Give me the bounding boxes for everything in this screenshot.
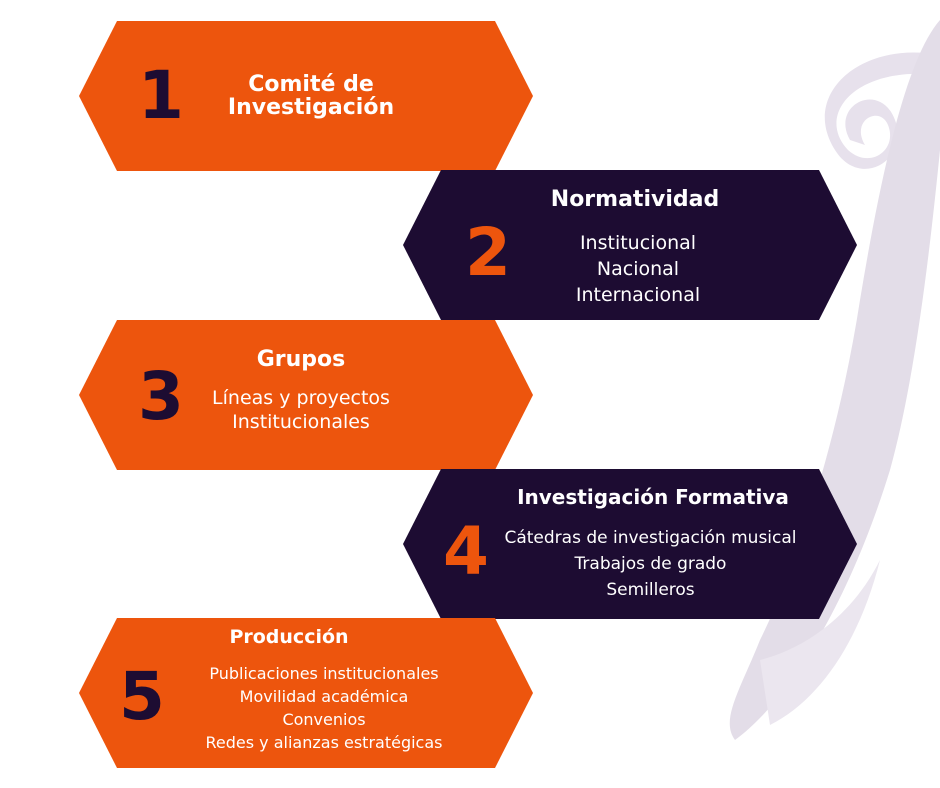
- step-line: Cátedras de investigación musical: [504, 528, 797, 548]
- step-number: 1: [138, 57, 184, 134]
- step-line: Internacional: [575, 284, 701, 306]
- step-number: 4: [443, 513, 489, 590]
- step-title: Grupos: [211, 348, 391, 371]
- step-title: Producción: [189, 626, 389, 648]
- step-2: 2 Normatividad Institucional Nacional In…: [403, 170, 857, 320]
- step-5: 5 Producción Publicaciones institucional…: [79, 618, 533, 768]
- step-number: 3: [138, 358, 184, 435]
- hexagon-shape: [403, 469, 857, 619]
- step-line: Publicaciones institucionales: [209, 664, 439, 683]
- step-lines: Publicaciones institucionales Movilidad …: [179, 662, 469, 754]
- step-line: Trabajos de grado: [574, 554, 727, 574]
- title-line: Comité de: [248, 72, 374, 97]
- step-4: 4 Investigación Formativa Cátedras de in…: [403, 469, 857, 619]
- title-line: Producción: [229, 626, 349, 648]
- step-line: Semilleros: [606, 580, 695, 600]
- title-line: Normatividad: [550, 187, 720, 212]
- swirl-body: [729, 20, 940, 740]
- step-1: 1 Comité de Investigación: [79, 21, 533, 171]
- step-line: Redes y alianzas estratégicas: [205, 733, 443, 752]
- hexagon-shape: [79, 618, 533, 768]
- step-line: Institucionales: [232, 411, 370, 433]
- step-line: Nacional: [596, 258, 680, 280]
- step-title: Comité de Investigación: [211, 73, 411, 119]
- step-line: Líneas y proyectos: [212, 387, 390, 409]
- hexagon-shape: [79, 21, 533, 171]
- swirl-tail: [760, 560, 880, 725]
- hexagon-shape: [403, 170, 857, 320]
- swirl-stroke: [824, 52, 940, 169]
- step-lines: Cátedras de investigación musical Trabaj…: [483, 525, 818, 603]
- step-title: Investigación Formativa: [483, 487, 823, 508]
- title-line: Investigación: [227, 95, 395, 121]
- hexagon-shape: [79, 320, 533, 470]
- step-title: Normatividad: [535, 188, 735, 211]
- title-line: Grupos: [256, 347, 346, 372]
- step-line: Movilidad académica: [239, 687, 409, 706]
- step-line: Institucional: [579, 232, 697, 254]
- step-3: 3 Grupos Líneas y proyectos Instituciona…: [79, 320, 533, 470]
- step-line: Convenios: [282, 710, 366, 729]
- step-lines: Líneas y proyectos Institucionales: [201, 386, 401, 434]
- step-number: 5: [119, 658, 165, 735]
- step-number: 2: [465, 214, 511, 291]
- step-lines: Institucional Nacional Internacional: [528, 230, 748, 308]
- title-line: Investigación Formativa: [517, 485, 789, 509]
